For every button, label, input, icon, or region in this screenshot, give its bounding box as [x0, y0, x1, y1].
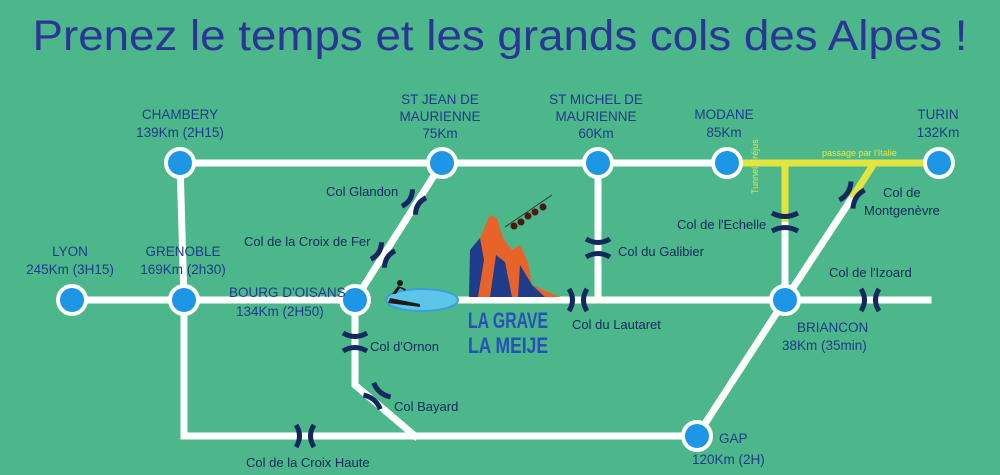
stjean-dist: 75Km	[422, 126, 457, 141]
grenoble-dist: 169Km (2h30)	[140, 262, 226, 277]
road-montgenevre	[780, 193, 857, 305]
turin-name: TURIN	[917, 107, 958, 122]
node-briancon[interactable]	[769, 284, 801, 316]
node-bourg[interactable]	[339, 284, 371, 316]
lake	[385, 288, 459, 312]
lyon-name: LYON	[52, 244, 88, 259]
col-galibier-icon	[584, 236, 612, 260]
road-grenoble-gap	[180, 296, 701, 440]
node-stjean[interactable]	[426, 147, 458, 179]
bourg-name: BOURG D'OISANS	[229, 285, 346, 300]
col-lautaret-label: Col du Lautaret	[572, 317, 661, 332]
col-glandon-label: Col Glandon	[326, 184, 398, 199]
col-labels: Col Glandon Col de la Croix de Fer Col d…	[244, 184, 940, 470]
tunnel-frejus-label: Tunnel Fréjus	[750, 139, 760, 194]
node-grenoble[interactable]	[168, 284, 200, 316]
page-title: Prenez le temps et les grands cols des A…	[33, 12, 968, 60]
col-montgenevre-label2: Montgenèvre	[864, 203, 940, 218]
node-modane[interactable]	[711, 147, 743, 179]
col-ornon-icon	[341, 330, 369, 354]
gap-dist: 120Km (2H)	[692, 452, 765, 467]
la-grave-logo: LA GRAVE LA MEIJE	[468, 194, 560, 358]
skier-icon	[388, 280, 420, 307]
col-croixhaute-icon	[293, 423, 317, 449]
city-nodes	[56, 147, 955, 452]
briancon-dist: 38Km (35min)	[782, 338, 867, 353]
col-lautaret-icon	[566, 287, 590, 313]
col-croixhaute-label: Col de la Croix Haute	[246, 455, 370, 470]
node-chambery[interactable]	[164, 147, 196, 179]
logo-line2: LA MEIJE	[468, 333, 548, 358]
node-turin[interactable]	[923, 147, 955, 179]
col-montgenevre-icon	[838, 181, 866, 209]
road-briancon-gap	[692, 295, 790, 441]
chambery-name: CHAMBERY	[142, 107, 218, 122]
stmichel-name1: ST MICHEL DE	[549, 92, 643, 107]
road-stjean-bourg	[350, 158, 447, 305]
gap-name: GAP	[719, 431, 748, 446]
col-echelle-label: Col de l'Echelle	[677, 217, 766, 232]
chambery-dist: 139Km (2H15)	[136, 125, 224, 140]
italy-passage-label: passage par l'Italie	[822, 148, 897, 158]
col-croixfer-icon	[369, 242, 397, 268]
stmichel-name2: MAURIENNE	[555, 109, 636, 124]
node-lyon[interactable]	[56, 284, 88, 316]
modane-dist: 85Km	[706, 125, 741, 140]
col-bayard-icon	[362, 381, 392, 411]
turin-dist: 132Km	[917, 125, 960, 140]
col-croixfer-label: Col de la Croix de Fer	[244, 234, 371, 249]
col-bayard-label: Col Bayard	[394, 399, 458, 414]
modane-name: MODANE	[694, 107, 753, 122]
stjean-name1: ST JEAN DE	[401, 92, 479, 107]
node-gap[interactable]	[681, 420, 713, 452]
city-labels: CHAMBERY 139Km (2H15) ST JEAN DE MAURIEN…	[26, 92, 959, 467]
node-stmichel[interactable]	[582, 147, 614, 179]
lyon-dist: 245Km (3H15)	[26, 262, 114, 277]
col-montgenevre-label1: Col de	[883, 185, 921, 200]
road-chambery-grenoble	[176, 159, 188, 304]
col-ornon-label: Col d'Ornon	[370, 339, 439, 354]
bourg-dist: 134Km (2H50)	[236, 304, 324, 319]
col-symbols	[293, 181, 882, 449]
col-glandon-icon	[400, 189, 428, 215]
road-italy-montgenevre	[849, 163, 876, 200]
col-echelle-icon	[770, 210, 800, 234]
logo-line1: LA GRAVE	[468, 308, 548, 333]
stmichel-dist: 60Km	[578, 126, 613, 141]
stjean-name2: MAURIENNE	[399, 109, 480, 124]
roads	[68, 158, 932, 441]
briancon-name: BRIANCON	[797, 320, 868, 335]
grenoble-name: GRENOBLE	[145, 244, 220, 259]
road-bourg-bayard	[351, 296, 420, 441]
col-galibier-label: Col du Galibier	[618, 244, 705, 259]
col-izoard-label: Col de l'Izoard	[829, 265, 912, 280]
col-izoard-icon	[858, 287, 882, 313]
